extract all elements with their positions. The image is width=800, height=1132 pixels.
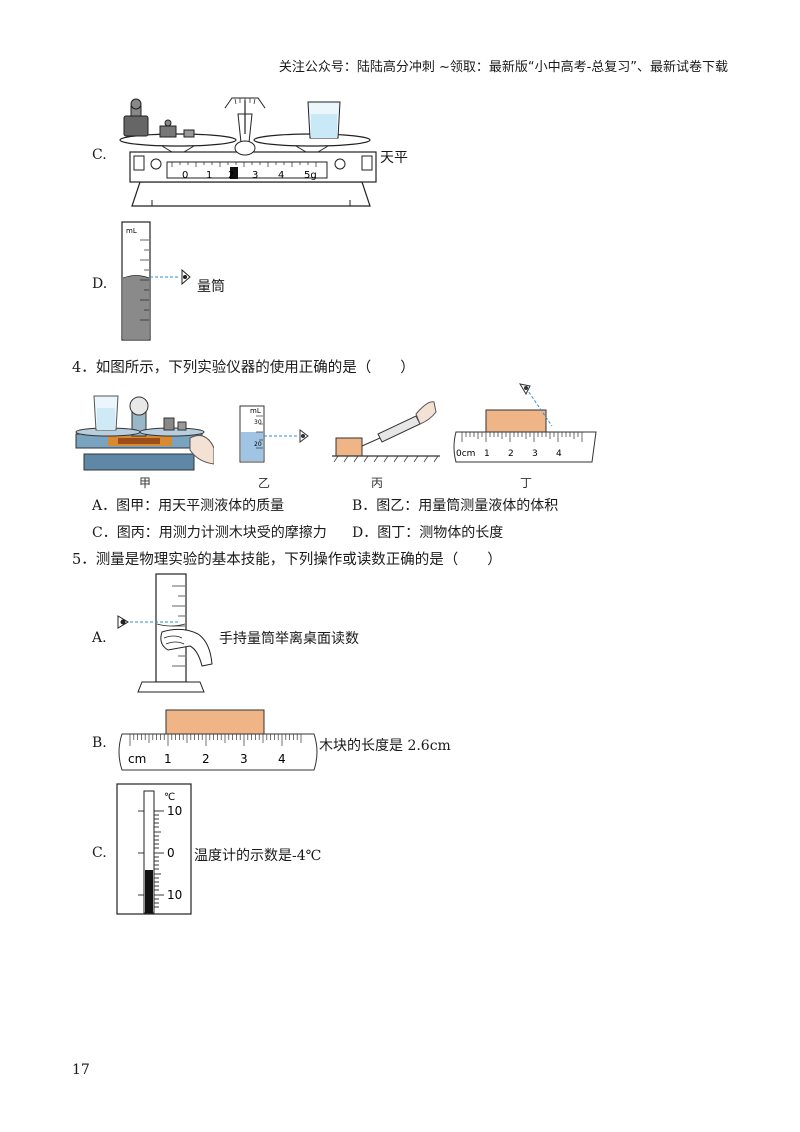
q3-option-c-letter: C. — [92, 147, 107, 163]
q5-ruler-2: 2 — [202, 752, 210, 766]
page-number: 17 — [72, 1062, 90, 1078]
q4-caption-yi: 乙 — [258, 476, 271, 490]
q4-figure-jia — [75, 395, 214, 471]
q4-ruler-1: 1 — [484, 449, 490, 459]
thermometer-figure: ℃ 10 0 10 — [116, 783, 192, 915]
q5-ruler-4: 4 — [278, 752, 286, 766]
q4-figure-yi: mL 30 20 — [239, 405, 309, 463]
q5-option-a-text: 手持量筒举离桌面读数 — [219, 631, 359, 647]
balance-figure: 0 1 2 3 4 5g — [119, 97, 377, 207]
q5-option-c-text: 温度计的示数是-4℃ — [194, 848, 322, 864]
cylinder-unit: mL — [126, 227, 137, 235]
q5-ruler-3: 3 — [240, 752, 248, 766]
q5-option-b-letter: B. — [92, 735, 107, 751]
q4-option-a: A．图甲：用天平测液体的质量 — [92, 498, 285, 514]
page-header: 关注公众号：陆陆高分冲刺 ~领取：最新版“小中高考-总复习”、最新试卷下载 — [278, 60, 728, 75]
q3-option-d-letter: D. — [92, 276, 108, 292]
q3-option-c-label: 天平 — [380, 150, 408, 166]
q5-option-c-letter: C. — [92, 845, 107, 861]
q5-option-a-letter: A. — [92, 630, 107, 646]
balance-scale-1: 1 — [206, 170, 212, 181]
q4-figure-bing — [332, 401, 440, 463]
q5-ruler-1: 1 — [164, 752, 172, 766]
q4-stem: 4．如图所示，下列实验仪器的使用正确的是（ ） — [72, 360, 415, 376]
q5-option-b-text: 木块的长度是 2.6cm — [319, 738, 451, 754]
q4-ruler-0: 0cm — [456, 449, 475, 459]
q3-option-d-label: 量筒 — [197, 279, 225, 295]
q4-option-b: B．图乙：用量筒测量液体的体积 — [352, 498, 559, 514]
thermometer-tick-0: 0 — [167, 846, 175, 860]
q5-cylinder-figure — [117, 573, 213, 693]
q4-option-c: C．图丙：用测力计测木块受的摩擦力 — [92, 525, 327, 541]
q4-cylinder-tick-30: 30 — [254, 419, 262, 426]
q4-ruler-2: 2 — [508, 449, 514, 459]
q4-figure-ding: 0cm 1 2 3 4 — [453, 383, 597, 463]
q5-stem: 5．测量是物理实验的基本技能，下列操作或读数正确的是（ ） — [72, 552, 502, 568]
q4-caption-bing: 丙 — [371, 476, 384, 490]
q4-option-d: D．图丁：测物体的长度 — [352, 525, 504, 541]
q5-ruler-unit: cm — [128, 752, 146, 766]
balance-scale-3: 3 — [252, 170, 258, 181]
cylinder-figure: mL — [121, 221, 191, 341]
balance-scale-2: 2 — [228, 170, 234, 181]
balance-scale-4: 4 — [278, 170, 284, 181]
balance-scale-5: 5g — [304, 170, 317, 181]
q5-ruler-figure: cm 1 2 3 4 — [118, 709, 318, 771]
thermometer-tick-10: 10 — [167, 804, 182, 818]
thermometer-tick-neg10: 10 — [167, 888, 182, 902]
balance-scale-0: 0 — [182, 170, 188, 181]
q4-caption-jia: 甲 — [139, 476, 152, 490]
q4-cylinder-unit: mL — [250, 407, 261, 415]
q4-ruler-4: 4 — [556, 449, 562, 459]
q4-caption-ding: 丁 — [520, 476, 533, 490]
q4-ruler-3: 3 — [532, 449, 538, 459]
thermometer-unit: ℃ — [164, 792, 175, 803]
q4-cylinder-tick-20: 20 — [254, 441, 262, 448]
